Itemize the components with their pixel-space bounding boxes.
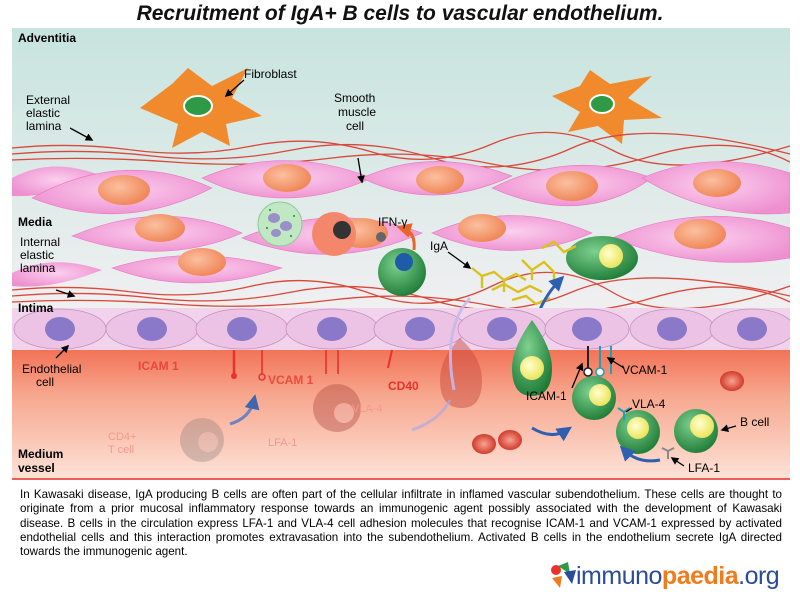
red-blood-cell (472, 434, 496, 454)
label-smooth-1: Smooth (334, 91, 375, 105)
granulocyte-cell (257, 201, 303, 247)
transmigration-arrow (448, 296, 472, 391)
label-vcam1: VCAM-1 (622, 363, 668, 377)
label-smooth-2: muscle (338, 105, 376, 119)
faded-extravasating-b-cell (313, 384, 361, 432)
label-icam1-faint: ICAM 1 (138, 359, 179, 373)
label-cd4-2: T cell (108, 444, 134, 456)
circulating-b-cell (674, 409, 718, 453)
label-vla4: VLA-4 (632, 397, 666, 411)
label-vcam1-faint: VCAM 1 (268, 373, 314, 387)
bcell-leader (720, 424, 737, 433)
label-icam1: ICAM-1 (526, 389, 567, 403)
endothelium-layer (12, 308, 790, 350)
lfa1-molecule (661, 447, 675, 459)
label-external-3: lamina (26, 119, 62, 133)
transmigrating-b-cell (512, 320, 552, 396)
external-lamina-leader (69, 127, 94, 141)
macrophage-cell (312, 212, 356, 256)
smooth-muscle-leader (357, 157, 365, 184)
layer-label-adventitia: Adventitia (18, 31, 76, 45)
adherent-b-cell (572, 376, 616, 420)
faded-adhesion-molecules (231, 349, 393, 381)
label-endothelial-2: cell (36, 375, 54, 389)
vessel-lumen (12, 328, 790, 480)
red-blood-cell (720, 371, 744, 391)
layer-label-intima: Intima (18, 301, 54, 315)
rolling-arrow-right (619, 445, 661, 463)
ifn-gamma-arrow (396, 223, 416, 251)
caption-text: In Kawasaki disease, IgA producing B cel… (20, 488, 782, 559)
layer-label-medium: Medium (18, 447, 63, 461)
label-b-cell: B cell (740, 415, 769, 429)
iga-leader (447, 251, 472, 269)
label-external-2: elastic (26, 106, 60, 120)
external-elastic-lamina (12, 131, 790, 172)
faded-t-cell (180, 418, 224, 462)
vcam1-leader (606, 357, 625, 369)
label-endothelial-1: Endothelial (22, 362, 81, 376)
label-lfa1-faint: LFA-1 (268, 437, 297, 449)
layer-label-media: Media (18, 215, 52, 229)
migration-arrow-right (531, 426, 572, 442)
diagram-title: Recruitment of IgA+ B cells to vascular … (136, 2, 664, 25)
lfa1-leader (670, 457, 685, 467)
label-internal-3: lamina (20, 261, 56, 275)
internal-elastic-lamina (12, 271, 790, 314)
label-vla4-faint: VLA-4 (352, 403, 383, 415)
layer-label-vessel: vessel (18, 461, 55, 475)
label-ifn-gamma: IFN-γ (378, 215, 407, 229)
label-lfa1: LFA-1 (688, 461, 720, 475)
vla4-molecule (617, 407, 631, 420)
faded-rolling-arrow (229, 394, 260, 426)
label-iga: IgA (430, 239, 448, 253)
internal-lamina-leader (55, 289, 76, 298)
label-cd4-1: CD4+ (108, 431, 136, 443)
immunopaedia-logo[interactable]: immunopaedia.org (548, 560, 788, 596)
endothelial-leader (55, 344, 70, 359)
activated-b-cell-media (378, 248, 426, 296)
red-blood-cell (498, 430, 522, 450)
vla4-leader (625, 407, 633, 413)
icam1-leader (571, 362, 584, 389)
label-cd40: CD40 (388, 379, 419, 393)
label-smooth-3: cell (346, 119, 364, 133)
label-external-1: External (26, 93, 70, 107)
ifn-gamma-molecule (376, 232, 386, 242)
vascular-diagram: Adventitia Media Intima Medium vessel Fi… (12, 28, 790, 480)
label-internal-1: Internal (20, 235, 60, 249)
logo-text-part3: .org (738, 562, 780, 590)
plasma-b-cell-media (566, 236, 638, 280)
label-internal-2: elastic (20, 248, 54, 262)
logo-text-part1: immuno (576, 562, 662, 590)
logo-mark-icon (551, 562, 576, 588)
logo-text: immunopaedia.org (576, 562, 780, 591)
fibroblast-cell-left (140, 68, 262, 148)
fibroblast-leader (224, 79, 245, 98)
logo-text-part2: paedia (661, 562, 739, 590)
faded-migration-arrow (411, 399, 452, 432)
tethering-b-cell (616, 410, 660, 454)
label-fibroblast: Fibroblast (244, 67, 297, 81)
fibroblast-cell-right (552, 70, 662, 144)
